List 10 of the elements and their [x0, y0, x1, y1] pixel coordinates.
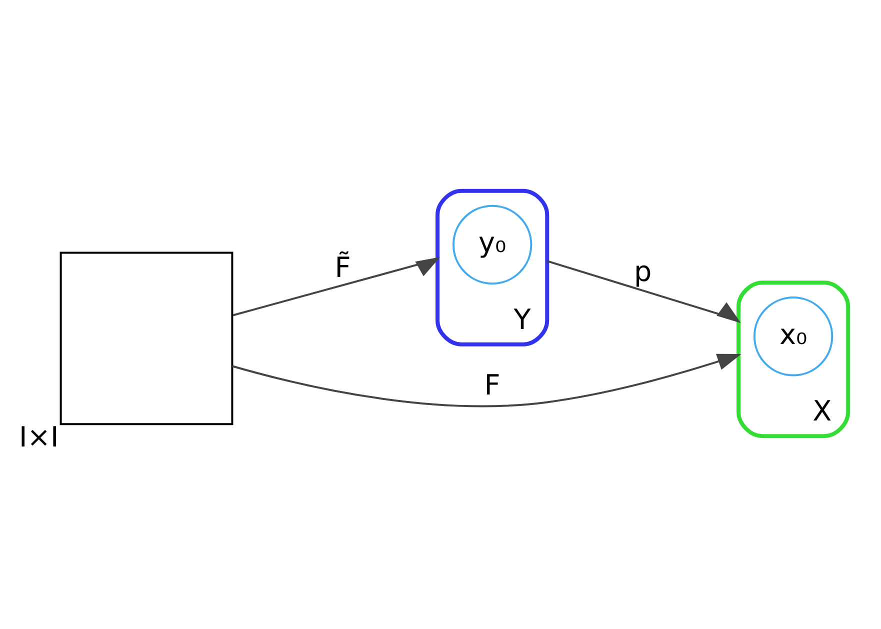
node-box — [60, 252, 234, 426]
node-circle: x₀ — [753, 296, 834, 376]
edge-label: p — [634, 255, 652, 288]
arrow — [232, 354, 742, 408]
node-label: I×I — [18, 420, 59, 454]
edge-label: F̃ — [334, 251, 351, 284]
node-circle: y₀ — [452, 204, 532, 285]
arrow — [546, 260, 741, 324]
edge-label: F — [484, 368, 500, 402]
arrow — [232, 257, 440, 316]
